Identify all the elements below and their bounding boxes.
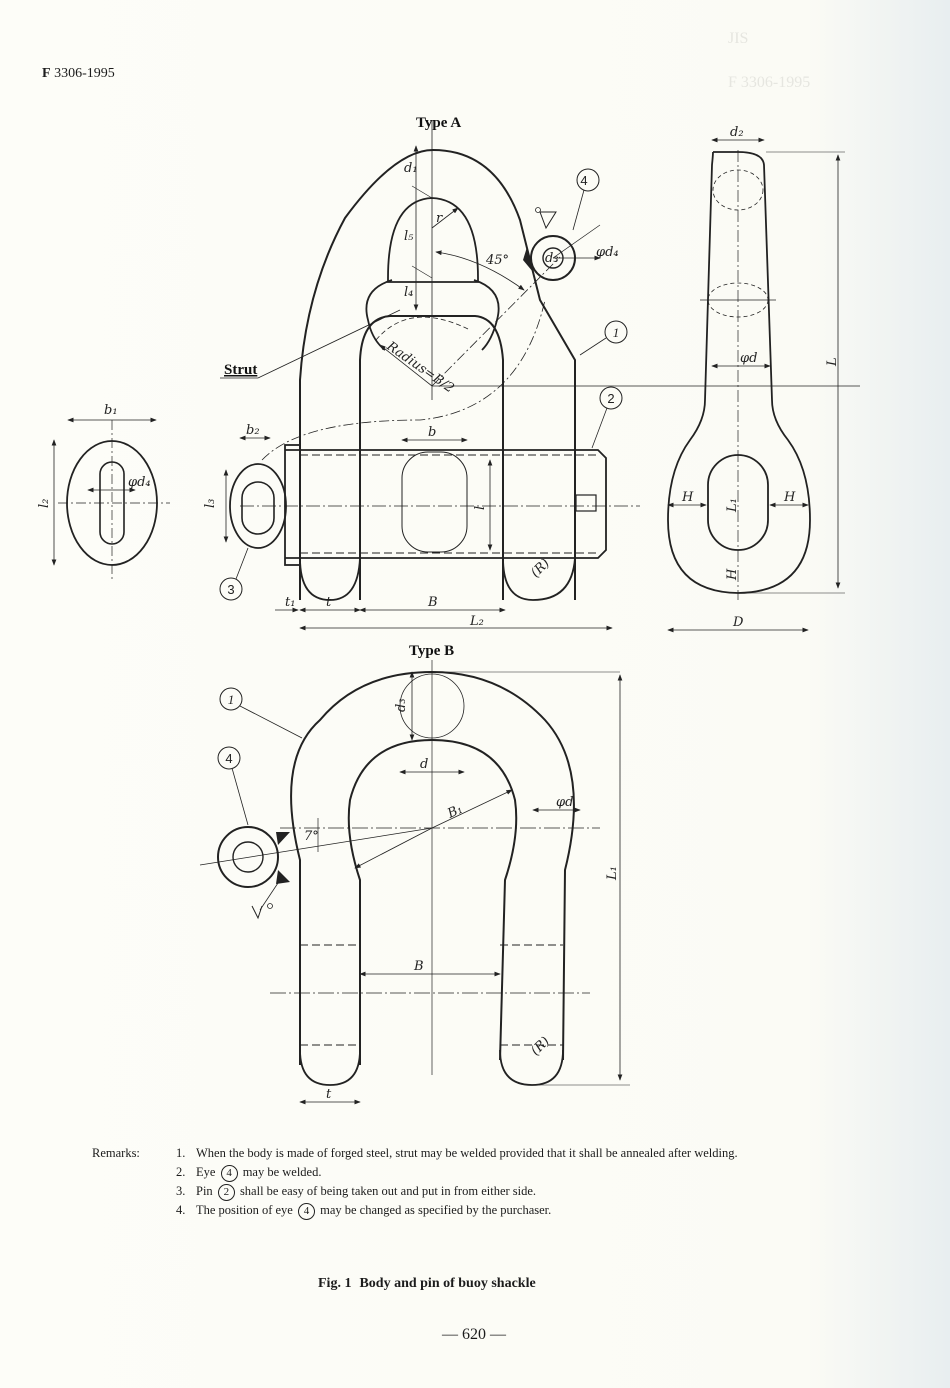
callout-1-b: 1 [228, 692, 235, 707]
shackle-drawing: Type A [37, 115, 860, 1105]
remarks-heading: Remarks: [92, 1146, 140, 1160]
svg-text:B: B [427, 595, 438, 610]
remark-item: 3.Pin 2 shall be easy of being taken out… [176, 1182, 752, 1201]
remark-item: 4.The position of eye 4 may be changed a… [176, 1201, 752, 1220]
svg-text:L₁: L₁ [725, 498, 740, 513]
type-b-title: Type B [409, 643, 454, 659]
pin-side-view [667, 137, 845, 633]
svg-text:l₃: l₃ [203, 499, 218, 508]
svg-text:d₃: d₃ [394, 698, 409, 712]
svg-text:b₂: b₂ [246, 423, 260, 438]
callout-4: 4 [580, 173, 587, 188]
svg-text:B: B [413, 959, 424, 974]
svg-text:φd₄: φd₄ [596, 245, 619, 260]
svg-text:Radius=B/2: Radius=B/2 [383, 338, 457, 396]
bleed-through-org: JIS [728, 30, 749, 47]
standard-number: 3306-1995 [54, 66, 115, 81]
svg-text:H: H [681, 490, 694, 505]
svg-text:B₁: B₁ [444, 802, 465, 822]
svg-text:L₂: L₂ [469, 614, 484, 629]
callout-4-b: 4 [225, 751, 232, 766]
svg-text:(R): (R) [528, 556, 553, 581]
ref-circle: 4 [220, 1165, 238, 1182]
remarks-list: 1.When the body is made of forged steel,… [92, 1144, 752, 1220]
remark-item: 2.Eye 4 may be welded. [176, 1163, 752, 1182]
svg-text:l₂: l₂ [37, 499, 52, 508]
page-number: — 620 — [442, 1326, 506, 1343]
ref-circle: 4 [297, 1203, 315, 1220]
svg-text:d₂: d₂ [730, 125, 744, 140]
svg-text:d: d [420, 757, 428, 772]
pin-labels: d₂ φd L H H H L₁ D [681, 125, 840, 630]
svg-text:r: r [436, 211, 443, 226]
standard-header: F 3306-1995 [42, 66, 115, 82]
svg-text:t: t [326, 1087, 332, 1102]
svg-text:t: t [326, 595, 332, 610]
svg-text:L₁: L₁ [605, 866, 620, 881]
svg-text:b: b [428, 425, 436, 440]
svg-text:H: H [725, 568, 740, 581]
callout-3: 3 [227, 582, 234, 597]
svg-text:t₁: t₁ [285, 595, 295, 610]
svg-text:d₃: d₃ [545, 251, 559, 266]
svg-text:H: H [783, 490, 796, 505]
svg-text:φd₄: φd₄ [128, 475, 151, 490]
callout-2: 2 [607, 391, 614, 406]
type-a-body [51, 120, 860, 631]
svg-text:Strut: Strut [224, 362, 257, 378]
bleed-through-standard: F 3306-1995 [728, 74, 811, 91]
svg-text:(R): (R) [528, 1034, 553, 1059]
remarks-section: Remarks: 1.When the body is made of forg… [92, 1144, 752, 1220]
svg-text:d₁: d₁ [404, 161, 418, 176]
standard-prefix: F [42, 66, 51, 81]
svg-text:φd: φd [740, 351, 757, 366]
svg-text:l₅: l₅ [404, 229, 414, 244]
svg-text:l: l [473, 506, 488, 510]
svg-text:7°: 7° [304, 829, 319, 844]
remark-item: 1.When the body is made of forged steel,… [176, 1146, 738, 1160]
type-b-labels: d₃ d B₁ φd 7° L₁ B (R) t 1 4 [225, 692, 620, 1102]
svg-text:φd: φd [556, 795, 573, 810]
svg-text:45°: 45° [485, 253, 509, 268]
svg-text:l₄: l₄ [404, 285, 413, 300]
ref-circle: 2 [217, 1184, 235, 1201]
svg-text:D: D [732, 615, 744, 630]
svg-text:b₁: b₁ [104, 403, 118, 418]
callout-1: 1 [613, 325, 620, 340]
svg-text:L: L [825, 357, 840, 367]
type-b-body [199, 660, 630, 1105]
type-a-title: Type A [416, 115, 461, 131]
